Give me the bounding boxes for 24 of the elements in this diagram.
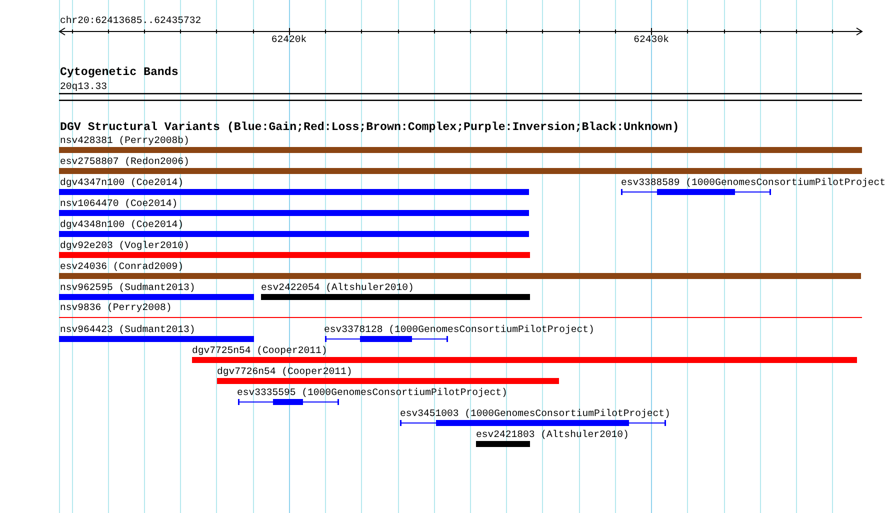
position-label: chr20:62413685..62435732 — [60, 16, 202, 26]
feature-label: esv24036 (Conrad2009) — [60, 262, 184, 272]
feature-label: esv2422054 (Altshuler2010) — [261, 283, 414, 293]
feature-label: dgv7726n54 (Cooper2011) — [217, 367, 352, 377]
feature-label: nsv9836 (Perry2008) — [60, 303, 172, 313]
feature-label: nsv428381 (Perry2008b) — [60, 136, 190, 146]
feature-label: esv2421803 (Altshuler2010) — [476, 430, 629, 440]
tick-label: 62430k — [634, 35, 669, 45]
track-title: Cytogenetic Bands — [60, 67, 178, 79]
feature-label: dgv7725n54 (Cooper2011) — [192, 346, 328, 356]
feature-label: dgv4348n100 (Coe2014) — [60, 220, 184, 230]
track-title: DGV Structural Variants (Blue:Gain;Red:Loss;Brown:Complex;Purple:Inversion;Black:Unknown) — [60, 122, 680, 134]
feature-label: esv3451003 (1000GenomesConsortiumPilotProject) — [400, 409, 670, 419]
feature-label: dgv4347n100 (Coe2014) — [60, 178, 184, 188]
feature-label: esv3388589 (1000GenomesConsortiumPilotProject — [621, 178, 886, 188]
feature-label: esv3335595 (1000GenomesConsortiumPilotProject) — [237, 388, 508, 398]
feature-label: esv3378128 (1000GenomesConsortiumPilotProject) — [324, 325, 594, 335]
feature-label: esv2758807 (Redon2006) — [60, 157, 190, 167]
feature-label: nsv964423 (Sudmant2013) — [60, 325, 196, 335]
feature-label: nsv1064470 (Coe2014) — [60, 199, 178, 209]
tick-label: 62420k — [271, 35, 307, 45]
feature-label: nsv962595 (Sudmant2013) — [60, 283, 196, 293]
feature-label: dgv92e203 (Vogler2010) — [60, 241, 190, 251]
band-label: 20q13.33 — [60, 82, 108, 92]
